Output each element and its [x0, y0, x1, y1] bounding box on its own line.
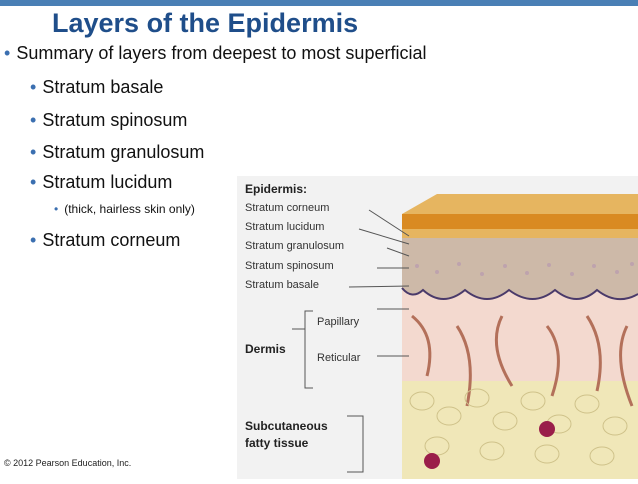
subcutaneous-heading: Subcutaneous — [245, 419, 328, 433]
bullet-item: •Stratum lucidum — [30, 172, 173, 192]
spinosum-layer — [402, 258, 638, 300]
bullet-item: •(thick, hairless skin only) — [54, 202, 195, 216]
bullet-item: •Stratum spinosum — [30, 110, 188, 130]
dermis-layer — [402, 288, 638, 381]
bullet-icon: • — [30, 110, 37, 130]
bullet-icon: • — [30, 230, 37, 250]
dermal-fibers — [411, 314, 634, 407]
bullet-item: •Stratum corneum — [30, 230, 181, 250]
layer-label-corneum: Stratum corneum — [245, 202, 330, 214]
bullet-icon: • — [30, 172, 37, 192]
skin-layers-figure: Epidermis: Stratum corneum Stratum lucid… — [237, 176, 638, 479]
bullet-item: •Stratum basale — [30, 77, 164, 97]
basale-line — [401, 287, 638, 301]
leader-lines — [292, 209, 410, 473]
dermis-label-reticular: Reticular — [317, 352, 361, 364]
bullet-item: •Summary of layers from deepest to most … — [4, 43, 427, 63]
bullet-icon: • — [4, 43, 11, 63]
layer-label-granulosum: Stratum granulosum — [245, 240, 345, 252]
bullet-icon: • — [30, 77, 37, 97]
slide-title: Layers of the Epidermis — [52, 8, 359, 38]
bullet-item: •Stratum granulosum — [30, 142, 205, 162]
copyright-notice: © 2012 Pearson Education, Inc. — [4, 458, 132, 468]
subcutaneous-heading-2: fatty tissue — [245, 436, 309, 450]
layer-label-spinosum: Stratum spinosum — [245, 260, 334, 272]
lucidum-layer — [402, 229, 638, 238]
fat-cells — [409, 388, 628, 466]
corneum-top — [402, 194, 638, 214]
corneum-layer — [402, 214, 638, 229]
bullet-icon: • — [30, 142, 37, 162]
skin-illustration — [237, 176, 638, 479]
layer-label-basale: Stratum basale — [245, 279, 319, 291]
dermis-heading: Dermis — [245, 342, 286, 356]
granulosum-layer — [402, 238, 638, 258]
layer-label-lucidum: Stratum lucidum — [245, 221, 325, 233]
accent-bar — [0, 0, 638, 6]
cell-dots — [415, 262, 634, 276]
dermis-label-papillary: Papillary — [317, 316, 360, 328]
epidermis-heading: Epidermis: — [245, 182, 308, 196]
blood-vessels — [424, 421, 555, 469]
bullet-icon: • — [54, 202, 59, 216]
fat-layer — [402, 381, 638, 479]
